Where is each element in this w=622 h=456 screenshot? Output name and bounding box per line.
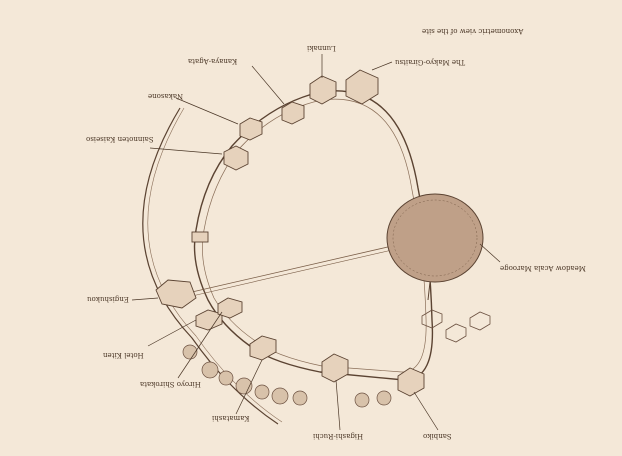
label-engishuko: Engishukou — [87, 295, 129, 302]
gate-west — [192, 232, 208, 242]
label-lunnaki: Lunnaki — [307, 44, 336, 51]
label-makyo-giraitsu: The Makyo-Giraitsu — [395, 58, 465, 65]
label-sainnoten: Sainnoten Kaiseiso — [86, 135, 154, 142]
label-higashi: Higashi-Ruchi — [313, 432, 363, 439]
label-hiroyo: Hiroyo Shirokata — [140, 380, 201, 387]
label-hotel: Hotel Kiten — [103, 351, 144, 358]
label-nakasone: Nakasone — [148, 92, 183, 99]
label-kamatashi: Kamatashi — [212, 414, 250, 421]
label-sanbiko: Sanbiko — [423, 432, 452, 439]
label-meadow: Meadow Acala Marooge — [500, 264, 586, 271]
diagram-title: Axonometric view of the site — [422, 27, 523, 34]
label-kanaya: Kanaya-Agata — [188, 57, 237, 64]
